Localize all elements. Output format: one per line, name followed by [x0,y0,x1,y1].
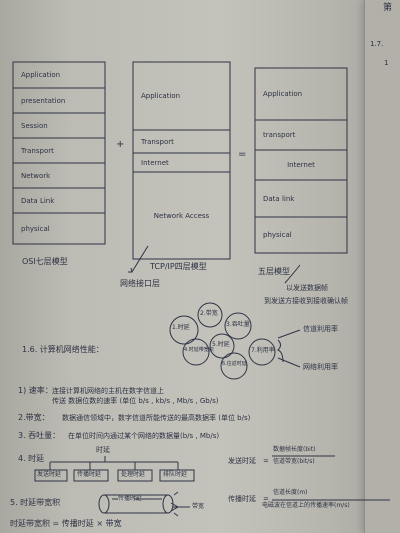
five-layer-note-2: 到发送方接收到接收确认帧 [264,297,348,305]
five-layer-application: Application [263,90,303,98]
prop-delay-numerator: 信道长度(m) [273,489,308,496]
osi-stack: Application presentation Session Transpo… [13,62,105,244]
prop-delay-label: 传播时延 [228,495,256,503]
five-layer-datalink: Data link [263,194,295,203]
utilization-network: 网络利用率 [303,363,338,371]
five-layer-transport: transport [263,131,296,139]
tcpip-outline [132,61,231,260]
plus-sign: + [116,139,125,150]
item-5-label: 5. 时延带宽积 [10,498,61,507]
tcpip-layer-application: Application [141,92,181,100]
bubble-2: 2.带宽 [200,310,218,317]
item-1-label: 1) 速率： [18,386,53,395]
osi-layer-datalink: Data Link [21,196,55,205]
osi-layer-application: Application [21,71,61,79]
osi-caption: OSI七层模型 [22,257,68,266]
prop-delay-denominator: 电磁波在信道上的传播速率(m/s) [262,502,350,509]
facing-page [364,0,400,533]
equals-sign: = [238,149,247,160]
tcpip-stack: Application Transport Internet Network A… [133,62,230,259]
delay-tree-queue: 排队时延 [163,471,188,478]
network-access-note: 网络接口层 [120,279,160,288]
tcpip-caption: TCP/IP四层模型 [150,262,207,271]
bubble-6: 6.往返时延 [222,361,247,367]
tcpip-layer-internet: Internet [141,158,169,167]
pipe-label: 传播时延 [118,495,143,502]
facing-page-mark: 1 [384,59,389,67]
item-2-label: 2.带宽： [18,413,50,422]
utilization-channel: 信道利用率 [303,325,338,333]
bubble-1: 1.时延 [172,324,190,331]
item-3-text: 在单位时间内通过某个网络的数据量(b/s , Mb/s) [68,432,220,440]
item-3-label: 3. 吞吐量： [18,431,61,440]
facing-page-heading: 1.7. [370,40,384,48]
prop-delay-eq: = [263,495,269,503]
send-delay-label: 发送时延 [228,457,256,465]
facing-page-top-char: 第 [383,3,393,13]
bubble-4: 4.时延带宽积 [184,347,214,353]
five-layer-stack: Application transport Internet Data link… [255,68,347,253]
send-delay-denominator: 信道带宽(bit/s) [273,458,315,465]
tcpip-layer-transport: Transport [141,137,174,146]
five-layer-internet: Internet [287,161,315,169]
delay-tree-proc: 处理时延 [121,471,146,478]
osi-outline [12,61,106,245]
osi-layer-physical: physical [21,224,50,233]
osi-layer-transport: Transport [21,146,54,155]
five-layer-note-1: 以发送数据帧 [286,284,328,292]
send-delay-numerator: 数据帧长度(bit) [273,446,316,453]
item-2-text: 数据通信领域中，数字信道所能传送的最高数据率 (单位 b/s) [62,414,251,422]
delay-tree-prop: 传播时延 [77,471,102,478]
delay-tree-send: 发送时延 [37,471,62,478]
five-layer-caption: 五层模型 [258,267,290,276]
pipe-right-label: 带宽 [192,503,205,510]
five-layer-outline [254,67,348,254]
delay-tree-root: 时延 [96,446,110,454]
tcpip-layer-network-access: Network Access [153,211,210,220]
osi-layer-network: Network [21,171,51,180]
five-layer-physical: physical [263,231,292,239]
bubble-5: 5.时延 [212,341,230,348]
formula: 时延带宽积 = 传播时延 × 带宽 [10,519,122,528]
item-4-label: 4. 时延 [18,454,45,463]
section-title: 1.6. 计算机网络性能： [22,345,104,354]
item-1-text-2: 传送 数据位数的速率 (单位 b/s , kb/s , Mb/s , Gb/s) [52,397,219,405]
bubble-7: 7.利用率 [251,347,275,354]
bubble-3: 3.吞吐量 [226,321,250,328]
osi-layer-session: Session [21,121,48,130]
item-1-text: 连接计算机网络的主机在数字信道上 [52,387,164,395]
send-delay-eq: = [263,457,269,465]
osi-layer-presentation: presentation [21,96,66,105]
